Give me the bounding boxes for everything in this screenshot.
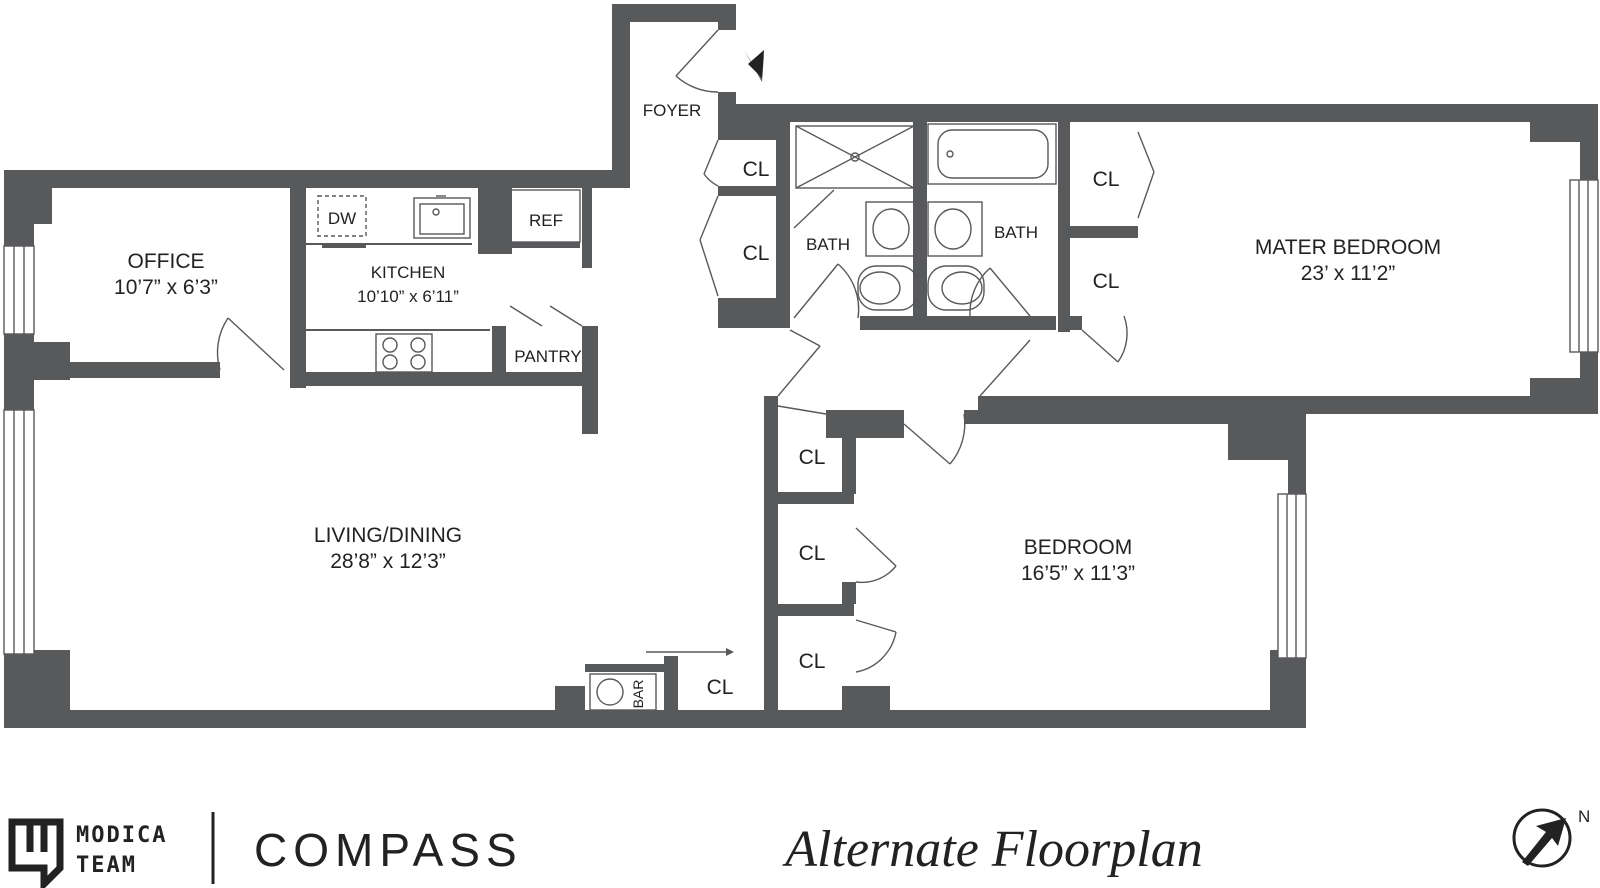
modica-brand-line2: TEAM	[76, 853, 137, 878]
bar-sink-icon	[589, 673, 657, 711]
office-name: OFFICE	[128, 250, 205, 273]
kitchen-name: KITCHEN	[371, 263, 446, 282]
closet-label: CL	[743, 242, 770, 265]
closet-label: CL	[799, 650, 826, 673]
bar-label: BAR	[630, 680, 646, 709]
dishwasher-label: DW	[328, 209, 356, 228]
bath-sink-icon	[865, 201, 921, 257]
office-dims: 10’7” x 6’3”	[114, 276, 218, 299]
closet-label: CL	[707, 676, 734, 699]
closet-label: CL	[799, 446, 826, 469]
north-compass-icon	[1512, 808, 1572, 868]
bath-label: BATH	[806, 235, 850, 254]
living-dims: 28’8” x 12’3”	[330, 550, 446, 573]
entry-arrow-icon	[744, 50, 764, 82]
bedroom-dims: 16’5” x 11’3”	[1021, 562, 1135, 585]
closet-label: CL	[799, 542, 826, 565]
doors	[216, 29, 1155, 673]
kitchen-dims: 10’10” x 6’11”	[357, 287, 459, 306]
toilet-icon	[857, 265, 919, 311]
pantry-label: PANTRY	[514, 347, 581, 366]
closet-label: CL	[1093, 270, 1120, 293]
compass-brand: COMPASS	[254, 824, 523, 876]
modica-brand-line1: MODICA	[76, 823, 167, 848]
dishwasher-icon	[317, 195, 367, 237]
windows	[3, 179, 1599, 659]
refrigerator-label: REF	[529, 211, 563, 230]
master-bedroom-name: MATER BEDROOM	[1255, 236, 1441, 259]
fixtures	[306, 123, 1057, 711]
stove-icon	[375, 333, 433, 373]
interior-walls	[70, 122, 1228, 728]
shower-icon	[795, 125, 915, 189]
modica-logo-icon	[8, 818, 64, 888]
bath-sink-icon	[927, 201, 983, 257]
exterior-walls	[4, 4, 1598, 728]
entry-arrow-head-icon	[748, 50, 764, 78]
living-name: LIVING/DINING	[314, 524, 462, 547]
bath-label-2: BATH	[994, 223, 1038, 242]
room-labels: FOYER OFFICE 10’7” x 6’3” KITCHEN 10’10”…	[114, 101, 1441, 708]
closet-label: CL	[743, 158, 770, 181]
bedroom-name: BEDROOM	[1024, 536, 1133, 559]
north-label: N	[1578, 807, 1590, 826]
foyer-label: FOYER	[643, 101, 702, 120]
toilet-icon	[927, 265, 985, 311]
bathtub-icon	[927, 123, 1057, 185]
sink-icon	[413, 197, 471, 239]
footer: MODICA TEAM COMPASS Alternate Floorplan …	[8, 807, 1590, 888]
master-bedroom-dims: 23’ x 11’2”	[1301, 262, 1396, 285]
plan-title: Alternate Floorplan	[782, 821, 1202, 878]
closet-label: CL	[1093, 168, 1120, 191]
